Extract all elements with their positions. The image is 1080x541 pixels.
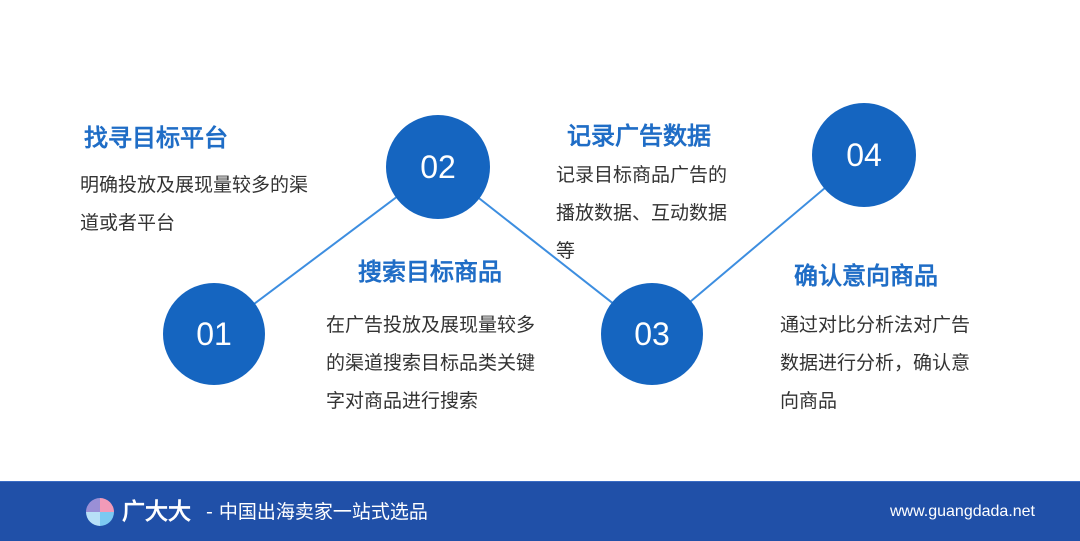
step-02-number: 02 xyxy=(420,148,456,185)
step-03-description: 记录目标商品广告的 播放数据、互动数据 等 xyxy=(556,156,727,270)
step-02-circle: 02 xyxy=(386,115,490,219)
step-03-desc-line: 播放数据、互动数据 xyxy=(556,202,728,224)
step-04-title: 确认意向商品 xyxy=(794,262,938,290)
step-01-desc-line: 道或者平台 xyxy=(80,212,176,234)
pie-logo-icon xyxy=(86,498,114,526)
step-03-circle: 03 xyxy=(601,283,703,385)
step-02-desc-line: 的渠道搜索目标品类关键 xyxy=(326,352,536,374)
step-01-desc-line: 明确投放及展现量较多的渠 xyxy=(80,174,309,196)
step-04-desc-line: 数据进行分析，确认意 xyxy=(780,352,971,374)
step-04-number: 04 xyxy=(846,136,882,173)
footer-banner: 广大大 - 中国出海卖家一站式选品 www.guangdada.net xyxy=(0,481,1080,541)
step-04-desc-line: 通过对比分析法对广告 xyxy=(780,314,971,336)
step-04-desc-line: 向商品 xyxy=(780,390,838,412)
step-01-title: 找寻目标平台 xyxy=(84,124,228,152)
connector-line xyxy=(213,154,865,336)
step-02-desc-line: 字对商品进行搜索 xyxy=(326,390,479,412)
brand-name: 广大大 xyxy=(122,499,191,525)
process-diagram: 01 找寻目标平台 明确投放及展现量较多的渠 道或者平台 02 搜索目标商品 在… xyxy=(80,103,970,420)
step-01-number: 01 xyxy=(196,315,232,352)
step-03-title: 记录广告数据 xyxy=(567,122,711,150)
step-03-desc-line: 记录目标商品广告的 xyxy=(556,164,728,186)
step-04-circle: 04 xyxy=(812,103,916,207)
step-04-description: 通过对比分析法对广告 数据进行分析，确认意 向商品 xyxy=(780,306,970,420)
step-01-description: 明确投放及展现量较多的渠 道或者平台 xyxy=(80,166,308,242)
step-03-number: 03 xyxy=(634,315,670,352)
step-02-description: 在广告投放及展现量较多 的渠道搜索目标品类关键 字对商品进行搜索 xyxy=(326,306,535,420)
brand-slogan: - 中国出海卖家一站式选品 xyxy=(206,501,428,523)
website-url[interactable]: www.guangdada.net xyxy=(890,503,1035,520)
step-02-desc-line: 在广告投放及展现量较多 xyxy=(326,314,536,336)
step-03-desc-line: 等 xyxy=(556,240,576,262)
step-02-title: 搜索目标商品 xyxy=(358,258,502,286)
step-01-circle: 01 xyxy=(163,283,265,385)
